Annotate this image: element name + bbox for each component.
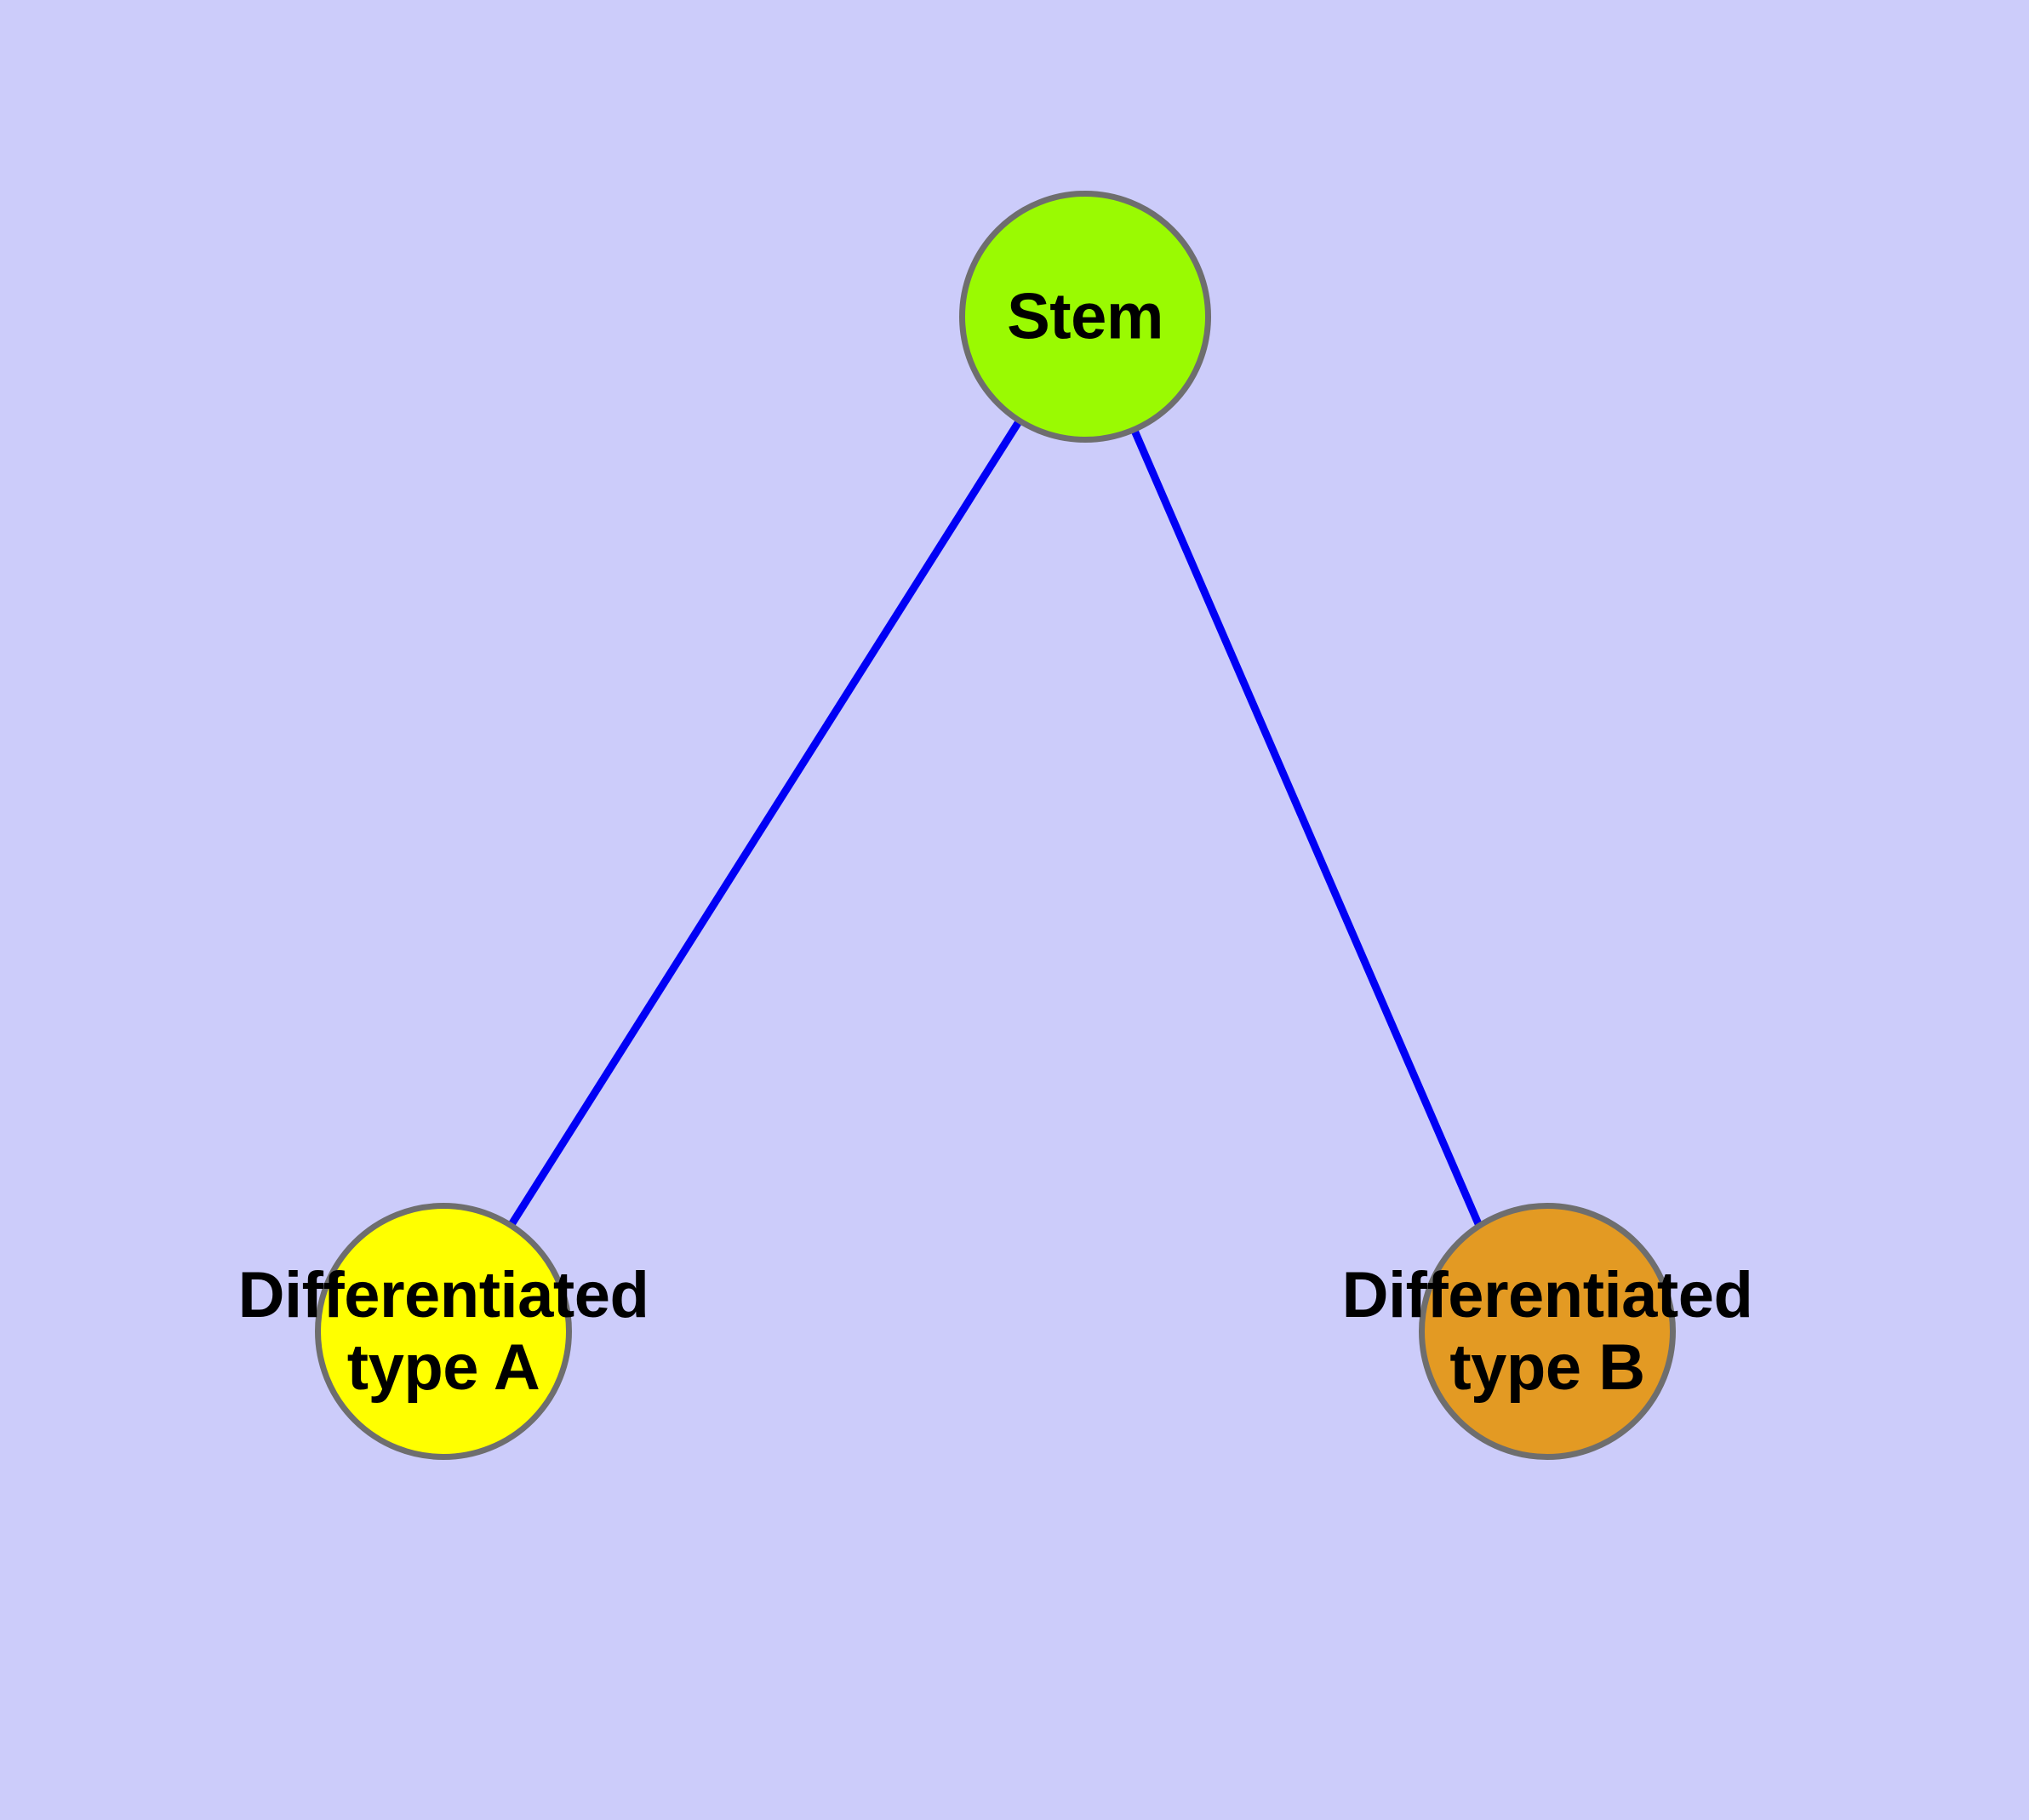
edge-stem-to-diff-a [507, 314, 1089, 1228]
node-stem[interactable]: Stem [959, 191, 1211, 443]
node-differentiated-type-b[interactable]: Differentiated type B [1342, 1203, 1753, 1460]
node-label-stem: Stem [1007, 280, 1163, 353]
node-differentiated-type-a[interactable]: Differentiated type A [238, 1203, 649, 1460]
edge-stem-to-diff-b [1081, 315, 1483, 1228]
